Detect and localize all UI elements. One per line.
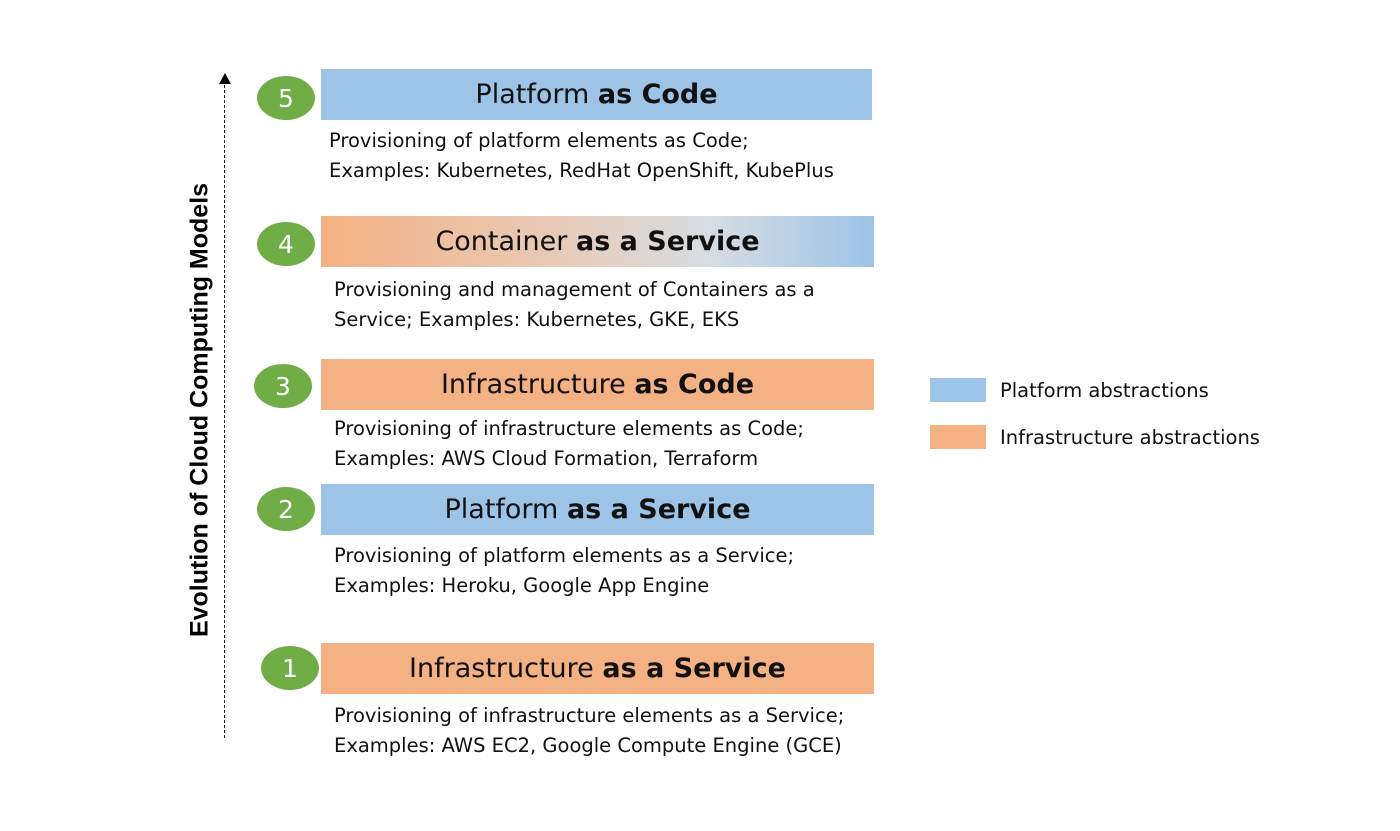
level-2-description: Provisioning of platform elements as a S…	[334, 541, 794, 601]
legend-swatch-platform	[930, 378, 986, 402]
level-1-desc-line-1: Provisioning of infrastructure elements …	[334, 704, 845, 727]
level-4-title-plain: Container	[435, 226, 568, 257]
level-3-title-bold: as Code	[634, 369, 755, 400]
level-5-number-badge: 5	[257, 76, 315, 120]
level-1-title-bold: as a Service	[602, 653, 786, 684]
level-1-desc-line-2: Examples: AWS EC2, Google Compute Engine…	[334, 734, 842, 757]
level-4-bar: Container as a Service	[321, 216, 874, 267]
level-5-desc-line-1: Provisioning of platform elements as Cod…	[329, 129, 749, 152]
level-2-bar: Platform as a Service	[321, 484, 874, 535]
level-2-desc-line-2: Examples: Heroku, Google App Engine	[334, 574, 710, 597]
legend-swatch-infrastructure	[930, 425, 986, 449]
legend-label-platform: Platform abstractions	[1000, 378, 1209, 402]
level-3-title-plain: Infrastructure	[440, 369, 626, 400]
level-3-description: Provisioning of infrastructure elements …	[334, 414, 804, 474]
legend-item-infrastructure: Infrastructure abstractions	[930, 425, 1260, 449]
level-2-number-badge: 2	[257, 487, 315, 531]
level-4-number-badge: 4	[257, 222, 315, 266]
level-1-number-badge: 1	[261, 646, 319, 690]
level-5-desc-line-2: Examples: Kubernetes, RedHat OpenShift, …	[329, 159, 834, 182]
level-4-desc-line-2: Service; Examples: Kubernetes, GKE, EKS	[334, 308, 740, 331]
level-3-desc-line-1: Provisioning of infrastructure elements …	[334, 417, 804, 440]
level-4-desc-line-1: Provisioning and management of Container…	[334, 278, 815, 301]
level-1-description: Provisioning of infrastructure elements …	[334, 701, 844, 761]
level-5-title-bold: as Code	[597, 79, 718, 110]
level-5-description: Provisioning of platform elements as Cod…	[329, 126, 834, 186]
level-4-title-bold: as a Service	[575, 226, 760, 257]
level-1-bar: Infrastructure as a Service	[321, 643, 874, 694]
axis-label: Evolution of Cloud Computing Models	[185, 182, 214, 638]
level-5-title-plain: Platform	[475, 79, 590, 110]
legend-label-infrastructure: Infrastructure abstractions	[1000, 425, 1260, 449]
legend-item-platform: Platform abstractions	[930, 378, 1209, 402]
level-5-bar: Platform as Code	[321, 69, 872, 120]
level-2-desc-line-1: Provisioning of platform elements as a S…	[334, 544, 795, 567]
level-2-title-bold: as a Service	[566, 494, 751, 525]
level-2-title-plain: Platform	[444, 494, 559, 525]
level-1-title-plain: Infrastructure	[409, 653, 594, 684]
level-4-description: Provisioning and management of Container…	[334, 275, 815, 335]
level-3-number-badge: 3	[254, 364, 312, 408]
level-3-bar: Infrastructure as Code	[321, 359, 874, 410]
evolution-axis-line	[224, 80, 225, 738]
level-3-desc-line-2: Examples: AWS Cloud Formation, Terraform	[334, 447, 759, 470]
axis-arrowhead	[219, 73, 231, 84]
